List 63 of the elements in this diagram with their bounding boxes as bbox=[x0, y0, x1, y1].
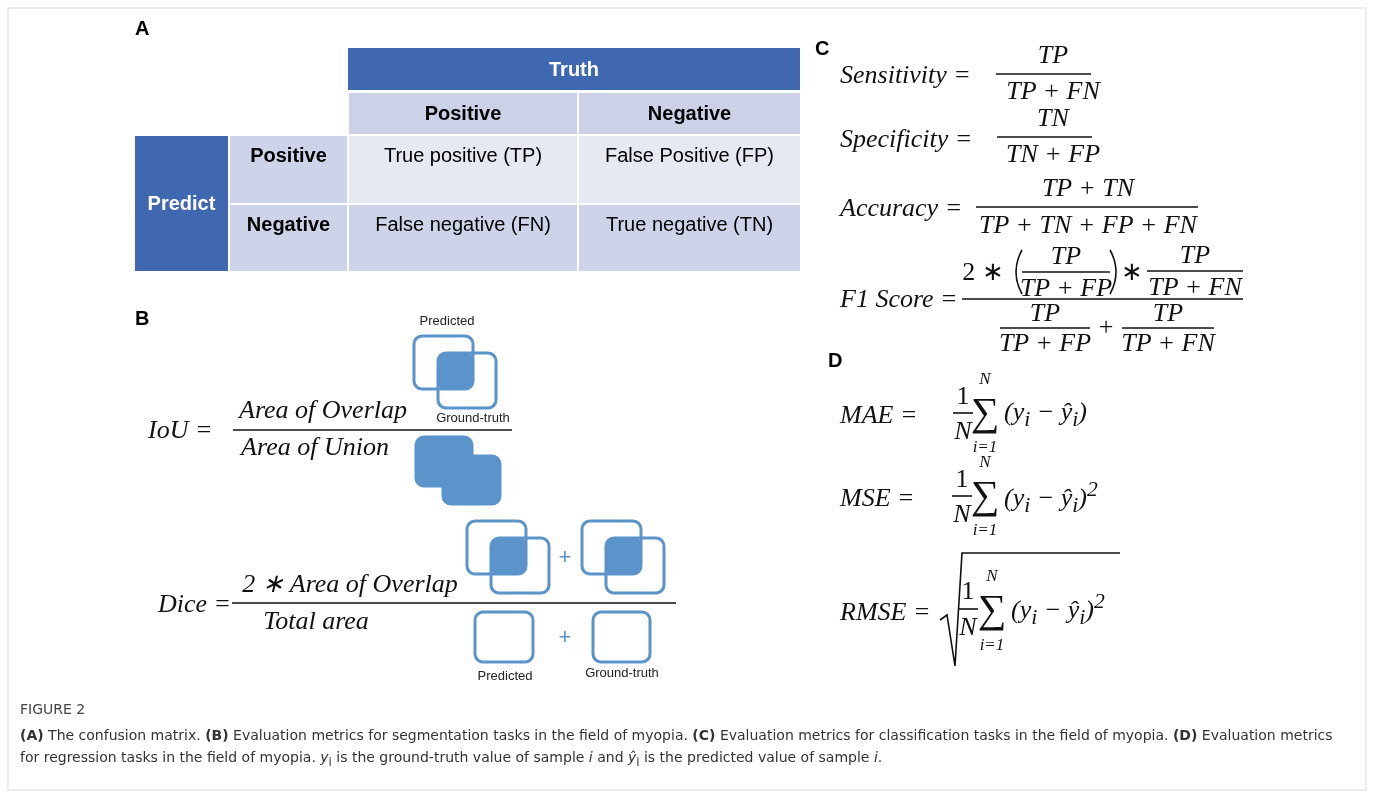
summation-limit: N bbox=[979, 369, 991, 389]
formula-text: N bbox=[954, 416, 972, 446]
formula-text: Dice = bbox=[158, 589, 232, 619]
shape-caption: Ground-truth bbox=[585, 665, 659, 681]
formula-text: TP + FP bbox=[998, 328, 1092, 358]
column-header: Negative bbox=[579, 93, 800, 134]
formula-text: TP + FN bbox=[1121, 328, 1215, 358]
summation-sign: ∑ bbox=[977, 587, 1007, 631]
formula-text: N bbox=[953, 499, 971, 529]
formula-text: (y$_{i}$ − ŷ$_{i}$)$^{2}$ bbox=[1004, 478, 1098, 518]
formula-text: Total area bbox=[263, 606, 369, 636]
row-header: Predict bbox=[135, 136, 228, 271]
table-cell: True negative (TN) bbox=[579, 205, 800, 271]
formula-text: F1 Score = bbox=[840, 284, 958, 314]
plus-sign: + bbox=[558, 544, 572, 570]
panel-letter: C bbox=[815, 37, 830, 59]
formula-text: TN bbox=[1037, 103, 1069, 133]
formula-text: Area of Union bbox=[241, 432, 389, 462]
shape-caption: Predicted bbox=[419, 313, 475, 329]
formula-text: TP + TN + FP + FN bbox=[979, 210, 1197, 240]
summation-limit: N bbox=[986, 566, 998, 586]
column-header: Positive bbox=[349, 93, 577, 134]
shape-caption: Ground-truth bbox=[436, 410, 510, 426]
table-cell: True positive (TP) bbox=[349, 136, 577, 203]
caption-text: (A) The confusion matrix. (B) Evaluation metrics for segmentation tasks in the field of myopia. (C) Evaluation metrics for classification tasks in the field of myopia. (D) Evaluation metrics for regression tasks in the field of myopia. y$_{i}$ is the ground-truth value of sample i and ŷ$_{i}$ is the predicted value of sample i. bbox=[20, 726, 1334, 771]
column-header: Truth bbox=[348, 48, 800, 90]
shape-caption: Predicted bbox=[477, 668, 533, 684]
formula-text: (y$_{i}$ − ŷ$_{i}$)$^{2}$ bbox=[1011, 590, 1105, 630]
formula-text: MAE = bbox=[840, 400, 918, 430]
summation-limit: i=1 bbox=[979, 635, 1005, 655]
row-header: Negative bbox=[230, 205, 347, 271]
formula-text: 2 ∗ bbox=[962, 257, 1004, 287]
summation-limit: i=1 bbox=[972, 520, 998, 540]
formula-text: Sensitivity = bbox=[840, 60, 971, 90]
formula-text: TP bbox=[1179, 240, 1211, 270]
table-cell: False negative (FN) bbox=[349, 205, 577, 271]
formula-text: TP bbox=[1037, 40, 1069, 70]
figure-title: FIGURE 2 bbox=[20, 702, 86, 718]
panel-letter: B bbox=[135, 307, 150, 329]
row-header: Positive bbox=[230, 136, 347, 203]
formula-text: Specificity = bbox=[840, 124, 973, 154]
formula-text: Accuracy = bbox=[840, 193, 963, 223]
formula-text: IoU = bbox=[148, 415, 213, 445]
formula-text: TP + FN bbox=[1006, 76, 1100, 106]
formula-text: TP bbox=[1050, 241, 1082, 271]
formula-text: 2 ∗ Area of Overlap bbox=[242, 569, 458, 599]
panel-letter: D bbox=[828, 349, 843, 371]
formula-text: TP + TN bbox=[1041, 173, 1135, 203]
table-cell: False Positive (FP) bbox=[579, 136, 800, 203]
formula-text: Area of Overlap bbox=[239, 395, 407, 425]
formula-text: 1 bbox=[956, 381, 970, 411]
formula-text: 1 bbox=[961, 576, 975, 606]
formula-text: TN + FP bbox=[1005, 139, 1101, 169]
formula-text: N bbox=[959, 612, 977, 642]
formula-text: MSE = bbox=[840, 483, 915, 513]
formula-text: RMSE = bbox=[840, 597, 931, 627]
formula-text: ∗ bbox=[1121, 257, 1143, 287]
summation-sign: ∑ bbox=[970, 473, 1000, 517]
formula-text: (y$_{i}$ − ŷ$_{i}$) bbox=[1004, 398, 1088, 432]
formula-text: + bbox=[1098, 312, 1114, 342]
panel-letter: A bbox=[135, 17, 150, 39]
formula-text: 1 bbox=[955, 464, 969, 494]
plus-sign: + bbox=[558, 624, 572, 650]
